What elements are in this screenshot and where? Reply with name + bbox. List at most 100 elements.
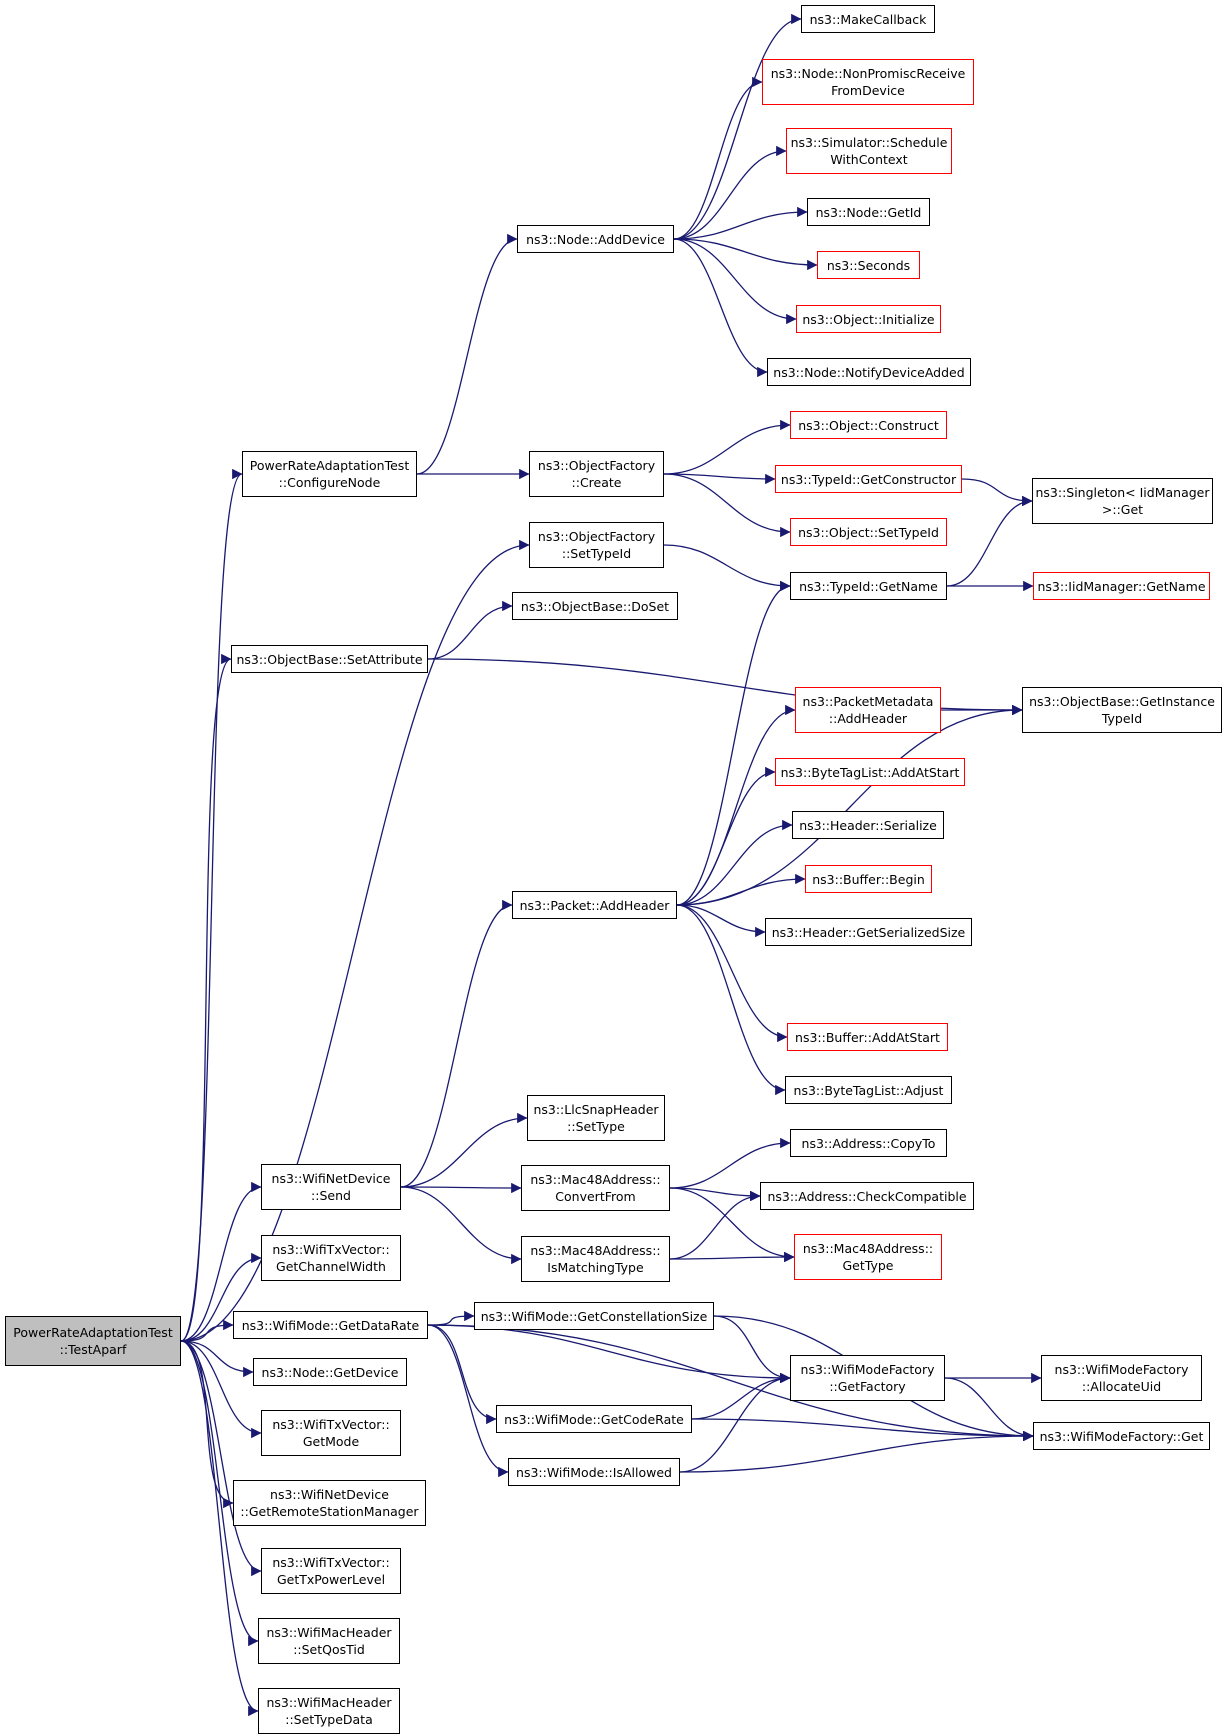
edge-nodeAddDevice-to-nonPromisc — [673, 76, 763, 240]
node-btl-add-at-start[interactable]: ns3::ByteTagList::AddAtStart — [775, 758, 965, 786]
edge-typeIdGetConstructor-to-singletonGet — [961, 478, 1033, 507]
node-configure-node[interactable]: PowerRateAdaptationTest ::ConfigureNode — [242, 451, 417, 497]
node-notify-device-added[interactable]: ns3::Node::NotifyDeviceAdded — [767, 358, 971, 386]
edge-wifiModeGetDataRate-to-isAllowed — [427, 1324, 509, 1478]
edge-objFactorySetTypeId-to-typeIdGetName — [663, 544, 791, 592]
node-mac-get-type[interactable]: ns3::Mac48Address:: GetType — [794, 1234, 942, 1280]
node-mac-set-qos-tid[interactable]: ns3::WifiMacHeader ::SetQosTid — [258, 1618, 400, 1664]
node-seconds[interactable]: ns3::Seconds — [817, 251, 920, 279]
node-obj-factory-set-type-id[interactable]: ns3::ObjectFactory ::SetTypeId — [529, 522, 664, 568]
node-buffer-add-at-start[interactable]: ns3::Buffer::AddAtStart — [787, 1023, 948, 1051]
edge-getCodeRate-to-wmfGetFactory — [691, 1372, 791, 1420]
edge-root-to-wifiModeGetDataRate — [180, 1319, 234, 1342]
edge-root-to-macSetQosTid — [180, 1340, 259, 1647]
node-object-initialize[interactable]: ns3::Object::Initialize — [796, 305, 941, 333]
node-wmf-get[interactable]: ns3::WifiModeFactory::Get — [1033, 1422, 1210, 1450]
edge-packetAddHeader-to-headerSerialize — [676, 819, 793, 906]
node-non-promisc[interactable]: ns3::Node::NonPromiscReceive FromDevice — [762, 59, 974, 105]
node-mac-convert-from[interactable]: ns3::Mac48Address:: ConvertFrom — [521, 1165, 670, 1211]
edge-isAllowed-to-wmfGet — [679, 1430, 1034, 1473]
edge-packetAddHeader-to-pmAddHeader — [676, 704, 796, 906]
edge-packetAddHeader-to-headerGetSerializedSize — [676, 904, 766, 938]
node-obj-base-set-attribute[interactable]: ns3::ObjectBase::SetAttribute — [231, 645, 428, 673]
edge-wifiModeGetDataRate-to-getCodeRate — [427, 1324, 497, 1425]
edge-typeIdGetName-to-singletonGet — [946, 495, 1033, 587]
edge-isAllowed-to-wmfGetFactory — [679, 1372, 791, 1473]
edge-nodeAddDevice-to-scheduleWithContext — [673, 145, 787, 240]
node-node-get-id[interactable]: ns3::Node::GetId — [807, 198, 930, 226]
node-address-copy-to[interactable]: ns3::Address::CopyTo — [790, 1129, 947, 1157]
edge-nodeAddDevice-to-objectInitialize — [673, 238, 797, 325]
node-node-get-device[interactable]: ns3::Node::GetDevice — [253, 1358, 407, 1386]
node-get-constellation-size[interactable]: ns3::WifiMode::GetConstellationSize — [474, 1302, 714, 1330]
edge-nodeAddDevice-to-makeCallback — [673, 13, 802, 240]
edge-configureNode-to-nodeAddDevice — [416, 233, 518, 475]
edge-macIsMatchingType-to-macGetType — [669, 1251, 795, 1263]
node-type-id-get-name[interactable]: ns3::TypeId::GetName — [790, 572, 947, 600]
edge-root-to-getRemoteStationManager — [180, 1340, 234, 1509]
edge-wifiNetDeviceSend-to-macConvertFrom — [400, 1182, 522, 1194]
node-wifi-net-device-send[interactable]: ns3::WifiNetDevice ::Send — [261, 1164, 401, 1210]
edge-wifiModeGetDataRate-to-getConstellationSize — [427, 1310, 475, 1326]
edge-nodeAddDevice-to-nodeGetId — [673, 206, 808, 240]
node-mac-set-type-data[interactable]: ns3::WifiMacHeader ::SetTypeData — [258, 1688, 400, 1734]
edge-root-to-nodeGetDevice — [180, 1340, 254, 1378]
node-buffer-begin[interactable]: ns3::Buffer::Begin — [805, 865, 932, 893]
edge-wmfGetFactory-to-wmfGet — [944, 1377, 1034, 1442]
edge-objFactoryCreate-to-objectSetTypeId — [663, 473, 791, 538]
edge-packetAddHeader-to-btlAddAtStart — [676, 766, 776, 906]
node-object-set-type-id[interactable]: ns3::Object::SetTypeId — [790, 518, 947, 546]
node-tx-get-tx-power-level[interactable]: ns3::WifiTxVector:: GetTxPowerLevel — [261, 1548, 401, 1594]
edge-wifiModeGetDataRate-to-wmfGetFactory — [427, 1324, 791, 1384]
edge-nodeAddDevice-to-seconds — [673, 238, 818, 271]
edge-getCodeRate-to-wmfGet — [691, 1418, 1034, 1442]
node-is-allowed[interactable]: ns3::WifiMode::IsAllowed — [508, 1458, 680, 1486]
node-packet-add-header[interactable]: ns3::Packet::AddHeader — [512, 891, 677, 919]
edge-root-to-txGetTxPowerLevel — [180, 1340, 262, 1577]
node-address-check-compatible[interactable]: ns3::Address::CheckCompatible — [760, 1182, 974, 1210]
edge-packetAddHeader-to-getInstanceTypeId — [676, 704, 1023, 906]
node-singleton-get[interactable]: ns3::Singleton< IidManager >::Get — [1032, 478, 1213, 524]
edge-macConvertFrom-to-addressCopyTo — [669, 1137, 791, 1189]
node-obj-factory-create[interactable]: ns3::ObjectFactory ::Create — [529, 451, 664, 497]
node-llc-set-type[interactable]: ns3::LlcSnapHeader ::SetType — [527, 1095, 665, 1141]
node-get-code-rate[interactable]: ns3::WifiMode::GetCodeRate — [496, 1405, 692, 1433]
node-node-add-device[interactable]: ns3::Node::AddDevice — [517, 225, 674, 253]
edge-macConvertFrom-to-macGetType — [669, 1187, 795, 1263]
node-object-construct[interactable]: ns3::Object::Construct — [790, 411, 947, 439]
edge-root-to-txGetChannelWidth — [180, 1252, 262, 1342]
edge-root-to-macSetTypeData — [180, 1340, 259, 1717]
node-root[interactable]: PowerRateAdaptationTest ::TestAparf — [5, 1316, 181, 1366]
edge-getConstellationSize-to-wmfGetFactory — [713, 1315, 791, 1384]
node-get-remote-station-manager[interactable]: ns3::WifiNetDevice ::GetRemoteStationMan… — [233, 1480, 426, 1526]
node-wmf-get-factory[interactable]: ns3::WifiModeFactory ::GetFactory — [790, 1355, 945, 1401]
node-get-instance-type-id[interactable]: ns3::ObjectBase::GetInstance TypeId — [1022, 687, 1222, 733]
edge-packetAddHeader-to-bufferAddAtStart — [676, 904, 788, 1043]
edge-root-to-wifiNetDeviceSend — [180, 1181, 262, 1342]
node-type-id-get-constructor[interactable]: ns3::TypeId::GetConstructor — [775, 465, 962, 493]
node-obj-base-do-set[interactable]: ns3::ObjectBase::DoSet — [512, 592, 678, 620]
edge-wifiNetDeviceSend-to-macIsMatchingType — [400, 1186, 522, 1265]
node-tx-get-mode[interactable]: ns3::WifiTxVector:: GetMode — [261, 1410, 401, 1456]
edge-objFactoryCreate-to-objectConstruct — [663, 419, 791, 475]
node-mac-is-matching-type[interactable]: ns3::Mac48Address:: IsMatchingType — [521, 1236, 670, 1282]
node-pm-add-header[interactable]: ns3::PacketMetadata ::AddHeader — [795, 687, 941, 733]
edge-root-to-objFactorySetTypeId — [180, 539, 530, 1342]
edge-wifiModeGetDataRate-to-wmfGet — [427, 1324, 1034, 1442]
node-schedule-with-context[interactable]: ns3::Simulator::Schedule WithContext — [786, 128, 952, 174]
node-header-serialize[interactable]: ns3::Header::Serialize — [792, 811, 944, 839]
edge-macConvertFrom-to-addressCheckCompatible — [669, 1187, 761, 1202]
node-make-callback[interactable]: ns3::MakeCallback — [801, 5, 935, 33]
node-tx-get-channel-width[interactable]: ns3::WifiTxVector:: GetChannelWidth — [261, 1235, 401, 1281]
edge-macIsMatchingType-to-addressCheckCompatible — [669, 1190, 761, 1260]
edge-root-to-configureNode — [180, 469, 243, 1342]
node-wifi-mode-get-data-rate[interactable]: ns3::WifiMode::GetDataRate — [233, 1311, 428, 1339]
node-iid-get-name[interactable]: ns3::IidManager::GetName — [1033, 572, 1210, 600]
edge-root-to-txGetMode — [180, 1340, 262, 1439]
node-btl-adjust[interactable]: ns3::ByteTagList::Adjust — [785, 1076, 952, 1104]
edge-wifiNetDeviceSend-to-packetAddHeader — [400, 899, 513, 1188]
edge-nodeAddDevice-to-notifyDeviceAdded — [673, 238, 768, 378]
node-wmf-allocate-uid[interactable]: ns3::WifiModeFactory ::AllocateUid — [1041, 1355, 1202, 1401]
node-header-get-serialized-size[interactable]: ns3::Header::GetSerializedSize — [765, 918, 972, 946]
